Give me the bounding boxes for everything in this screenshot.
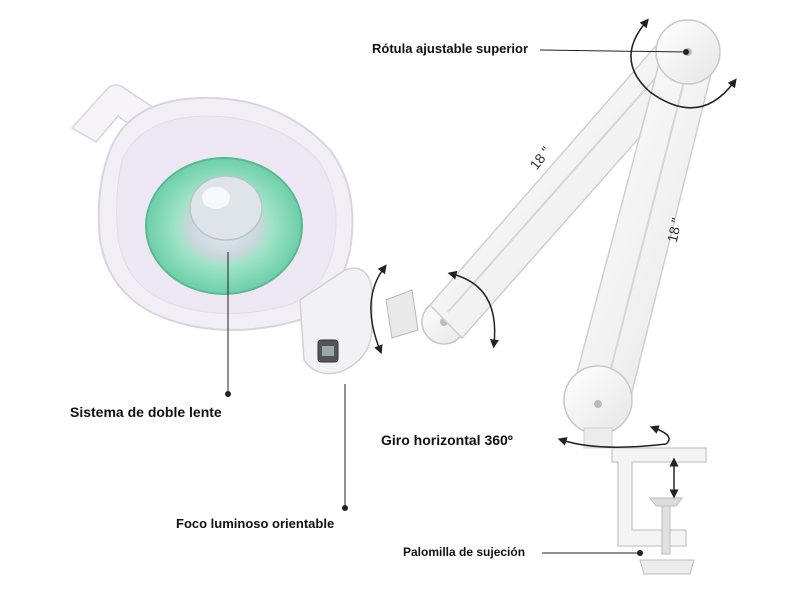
label-light-focus: Foco luminoso orientable <box>176 516 335 531</box>
leader-lens-dot <box>225 391 231 397</box>
label-horizontal-turn: Giro horizontal 360º <box>381 432 513 448</box>
clamp-wing-nut <box>639 559 695 575</box>
leader-clamp-dot <box>637 550 643 556</box>
table-clamp <box>611 447 707 575</box>
upper-arm-rod <box>447 47 683 313</box>
clamp-pad <box>649 497 683 507</box>
leader-lines <box>225 49 689 556</box>
label-top-joint: Rótula ajustable superior <box>372 41 529 56</box>
lamp-head <box>70 84 373 375</box>
head-bracket <box>385 289 419 339</box>
label-clamp: Palomilla de sujeción <box>403 545 526 559</box>
lens-highlight <box>202 187 230 209</box>
leader-focus-dot <box>342 505 348 511</box>
top-joint-rotation-arrow <box>630 18 737 109</box>
switch-window <box>322 346 334 356</box>
leader-top-joint <box>539 49 687 53</box>
base-joint-screw <box>594 400 602 408</box>
horizontal-rotation-arrow <box>557 425 670 448</box>
head-rotation-arrow <box>447 270 499 349</box>
lower-arm-rod <box>603 57 691 397</box>
base-joint <box>563 365 633 449</box>
head-tilt-arrow <box>370 264 387 355</box>
leader-top-dot <box>683 49 689 55</box>
label-lens-system: Sistema de doble lente <box>70 404 222 420</box>
clamp-body <box>611 447 707 547</box>
center-lens <box>189 175 263 241</box>
